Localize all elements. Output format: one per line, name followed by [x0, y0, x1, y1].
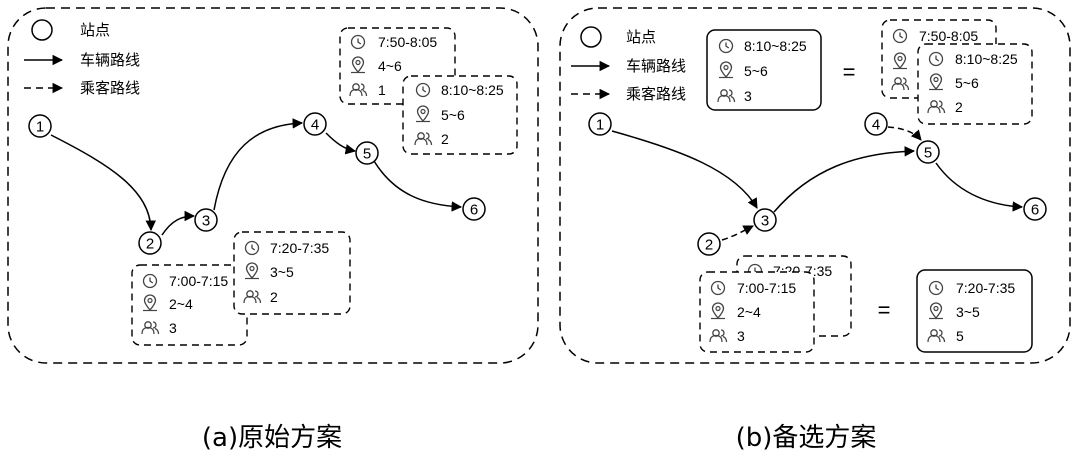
station-node: 3: [194, 208, 218, 232]
station-label: 4: [872, 117, 880, 134]
passenger-route-2-3: [721, 225, 754, 241]
caption-a: (a)原始方案: [202, 423, 342, 453]
passenger-route-4-5: [887, 126, 922, 141]
legend-vehicle-label: 车辆路线: [626, 57, 686, 75]
route-3-5: [773, 146, 916, 213]
od-range: 5~6: [744, 63, 768, 79]
legend: 站点 车辆路线 乘客路线: [24, 19, 140, 97]
legend: 站点 车辆路线 乘客路线: [571, 26, 686, 103]
station-label: 1: [596, 117, 604, 134]
passenger-count: 2: [955, 99, 963, 115]
equals-sign: =: [878, 298, 891, 323]
equals-sign: =: [843, 60, 856, 85]
passenger-count: 3: [744, 88, 752, 104]
time-window: 8:10~8:25: [441, 82, 504, 98]
station-node: 3: [753, 208, 777, 232]
passenger-count: 5: [956, 328, 964, 344]
station-label: 5: [924, 145, 932, 162]
station-label: 4: [311, 117, 319, 134]
station-node: 5: [355, 141, 379, 165]
od-range: 2~4: [169, 296, 193, 312]
legend-passenger-label: 乘客路线: [80, 79, 140, 97]
station-node: 4: [864, 112, 888, 136]
legend-station-symbol: [580, 26, 602, 48]
merged-request-box: 8:10~8:25 5~6 3: [706, 29, 822, 111]
legend-station-symbol: [31, 19, 53, 41]
station-node: 6: [462, 197, 486, 221]
station-label: 2: [146, 236, 154, 253]
route-1-3: [611, 130, 758, 209]
station-label: 3: [761, 213, 769, 230]
merged-request-box: 7:20-7:35 3~5 5: [916, 269, 1033, 353]
station-label: 5: [363, 146, 371, 163]
time-window: 8:10~8:25: [744, 38, 807, 54]
passenger-count: 2: [270, 289, 278, 305]
request-box: 7:50-8:05 4~6 1: [339, 27, 456, 105]
request-box: 8:10~8:25 5~6 2: [917, 43, 1033, 125]
od-range: 3~5: [270, 264, 294, 280]
time-window: 7:50-8:05: [378, 34, 437, 50]
od-range: 5~6: [955, 75, 979, 91]
time-window: 7:00-7:15: [737, 280, 796, 296]
route-2-3: [161, 210, 196, 236]
station-node: 4: [303, 112, 327, 136]
station-label: 3: [202, 213, 210, 230]
station-label: 6: [1031, 202, 1039, 219]
station-node: 5: [916, 140, 940, 164]
panel-a: 站点 车辆路线 乘客路线 1 2 3 4 5 6 7:50-8:05 4~6 1: [7, 7, 539, 453]
station-label: 6: [470, 202, 478, 219]
time-window: 7:00-7:15: [169, 273, 228, 289]
od-range: 5~6: [441, 107, 465, 123]
od-range: 3~5: [956, 304, 980, 320]
request-box: 7:20-7:35 3~5 2: [233, 231, 351, 315]
route-3-4: [213, 118, 304, 211]
od-range: 2~4: [737, 304, 761, 320]
caption-b: (b)备选方案: [736, 423, 877, 453]
route-5-6: [935, 162, 1024, 212]
passenger-count: 1: [378, 82, 386, 98]
station-label: 2: [705, 237, 713, 254]
time-window: 7:20-7:35: [270, 240, 329, 256]
station-node: 2: [138, 231, 162, 255]
request-box: 7:00-7:15 2~4 3: [699, 271, 815, 353]
station-node: 6: [1023, 197, 1047, 221]
legend-station-label: 站点: [626, 28, 656, 46]
time-window: 7:20-7:35: [956, 280, 1015, 296]
panel-b: 站点 车辆路线 乘客路线 8:10~8:25 5~6 3 = 7:50-8:05: [559, 7, 1071, 453]
station-node: 1: [28, 114, 52, 138]
panel-a-border: [7, 7, 539, 364]
passenger-count: 3: [169, 320, 177, 336]
route-1-2: [50, 134, 157, 232]
panel-b-border: [559, 7, 1071, 364]
od-range: 4~6: [378, 58, 402, 74]
station-label: 1: [36, 119, 44, 136]
legend-station-label: 站点: [80, 21, 110, 39]
route-4-5: [325, 132, 357, 155]
legend-passenger-label: 乘客路线: [626, 85, 686, 103]
time-window: 7:50-8:05: [919, 28, 978, 44]
request-box: 7:00-7:15 2~4 3: [131, 264, 248, 346]
passenger-count: 3: [737, 328, 745, 344]
time-window: 8:10~8:25: [955, 51, 1018, 67]
station-node: 1: [588, 112, 612, 136]
passenger-count: 2: [441, 131, 449, 147]
station-node: 2: [697, 232, 721, 256]
legend-vehicle-label: 车辆路线: [80, 51, 140, 69]
request-box: 8:10~8:25 5~6 2: [402, 75, 518, 155]
route-5-6: [373, 160, 463, 212]
